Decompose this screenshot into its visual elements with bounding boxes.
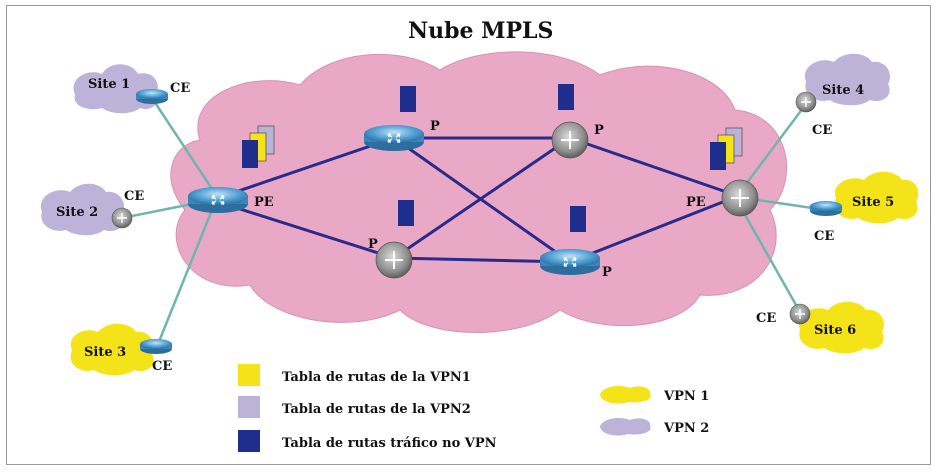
p-top-left-table — [400, 86, 416, 112]
ce-site2-label: CE — [124, 189, 144, 204]
p-top-left-label: P — [430, 119, 440, 134]
ce-site2-router — [111, 207, 133, 229]
site-3-cloud — [70, 323, 155, 376]
ce-site4-label: CE — [812, 123, 832, 138]
p-top-left-router — [364, 125, 424, 151]
site-5-cloud — [834, 171, 919, 224]
legend-vpn2-label: VPN 2 — [663, 421, 709, 436]
p-bottom-right-router — [540, 249, 600, 275]
p-top-right-table — [558, 84, 574, 110]
site-5-label: Site 5 — [852, 195, 894, 210]
site-6-label: Site 6 — [814, 323, 856, 338]
site-2-label: Site 2 — [56, 205, 98, 220]
pe-left-label: PE — [254, 195, 274, 210]
legend-vpns: VPN 1 VPN 2 — [600, 386, 709, 436]
legend-vpn2-cloud — [600, 418, 651, 436]
legend-vpn1-table-label: Tabla de rutas de la VPN1 — [282, 370, 471, 385]
p-bottom-right-table — [570, 206, 586, 232]
p-top-right-router — [551, 121, 589, 159]
p-bottom-left-label: P — [368, 237, 378, 252]
legend-tables: Tabla de rutas de la VPN1 Tabla de rutas… — [238, 364, 497, 452]
legend-nonvpn-table-label: Tabla de rutas tráfico no VPN — [282, 436, 497, 451]
legend-vpn2-table-label: Tabla de rutas de la VPN2 — [282, 402, 471, 417]
site-4-label: Site 4 — [822, 83, 864, 98]
ce-site4-router — [795, 91, 817, 113]
legend-vpn1-label: VPN 1 — [663, 389, 709, 404]
ce-site3-router — [140, 339, 172, 354]
site-4-cloud — [804, 53, 891, 106]
site-6-cloud — [798, 301, 885, 354]
pe-left-tables — [242, 125, 275, 168]
routing-tables — [242, 84, 743, 232]
ce-site6-label: CE — [756, 311, 776, 326]
ce-site5-label: CE — [814, 229, 834, 244]
p-bottom-left-table — [398, 200, 414, 226]
diagram-title: Nube MPLS — [408, 18, 553, 44]
legend-nonvpn-swatch — [238, 430, 260, 452]
site-1-label: Site 1 — [88, 77, 130, 92]
ce-site5-router — [810, 201, 842, 216]
site-1-cloud — [73, 64, 158, 114]
ce-site3-label: CE — [152, 359, 172, 374]
pe-left-router — [188, 187, 248, 213]
mpls-cloud — [170, 51, 788, 333]
legend-vpn1-cloud — [600, 386, 651, 404]
ce-site6-router — [789, 303, 811, 325]
site-2-cloud — [40, 183, 125, 236]
p-top-right-label: P — [594, 123, 604, 138]
diagram-frame — [6, 5, 931, 465]
ce-site1-router — [136, 89, 168, 104]
pe-right-tables — [710, 127, 743, 170]
p-bottom-right-label: P — [602, 265, 612, 280]
legend-vpn1-swatch — [238, 364, 260, 386]
legend-vpn2-swatch — [238, 396, 260, 418]
site-3-label: Site 3 — [84, 345, 126, 360]
p-bottom-left-router — [375, 241, 413, 279]
ce-site1-label: CE — [170, 81, 190, 96]
pe-right-label: PE — [686, 195, 706, 210]
pe-right-router — [721, 179, 759, 217]
